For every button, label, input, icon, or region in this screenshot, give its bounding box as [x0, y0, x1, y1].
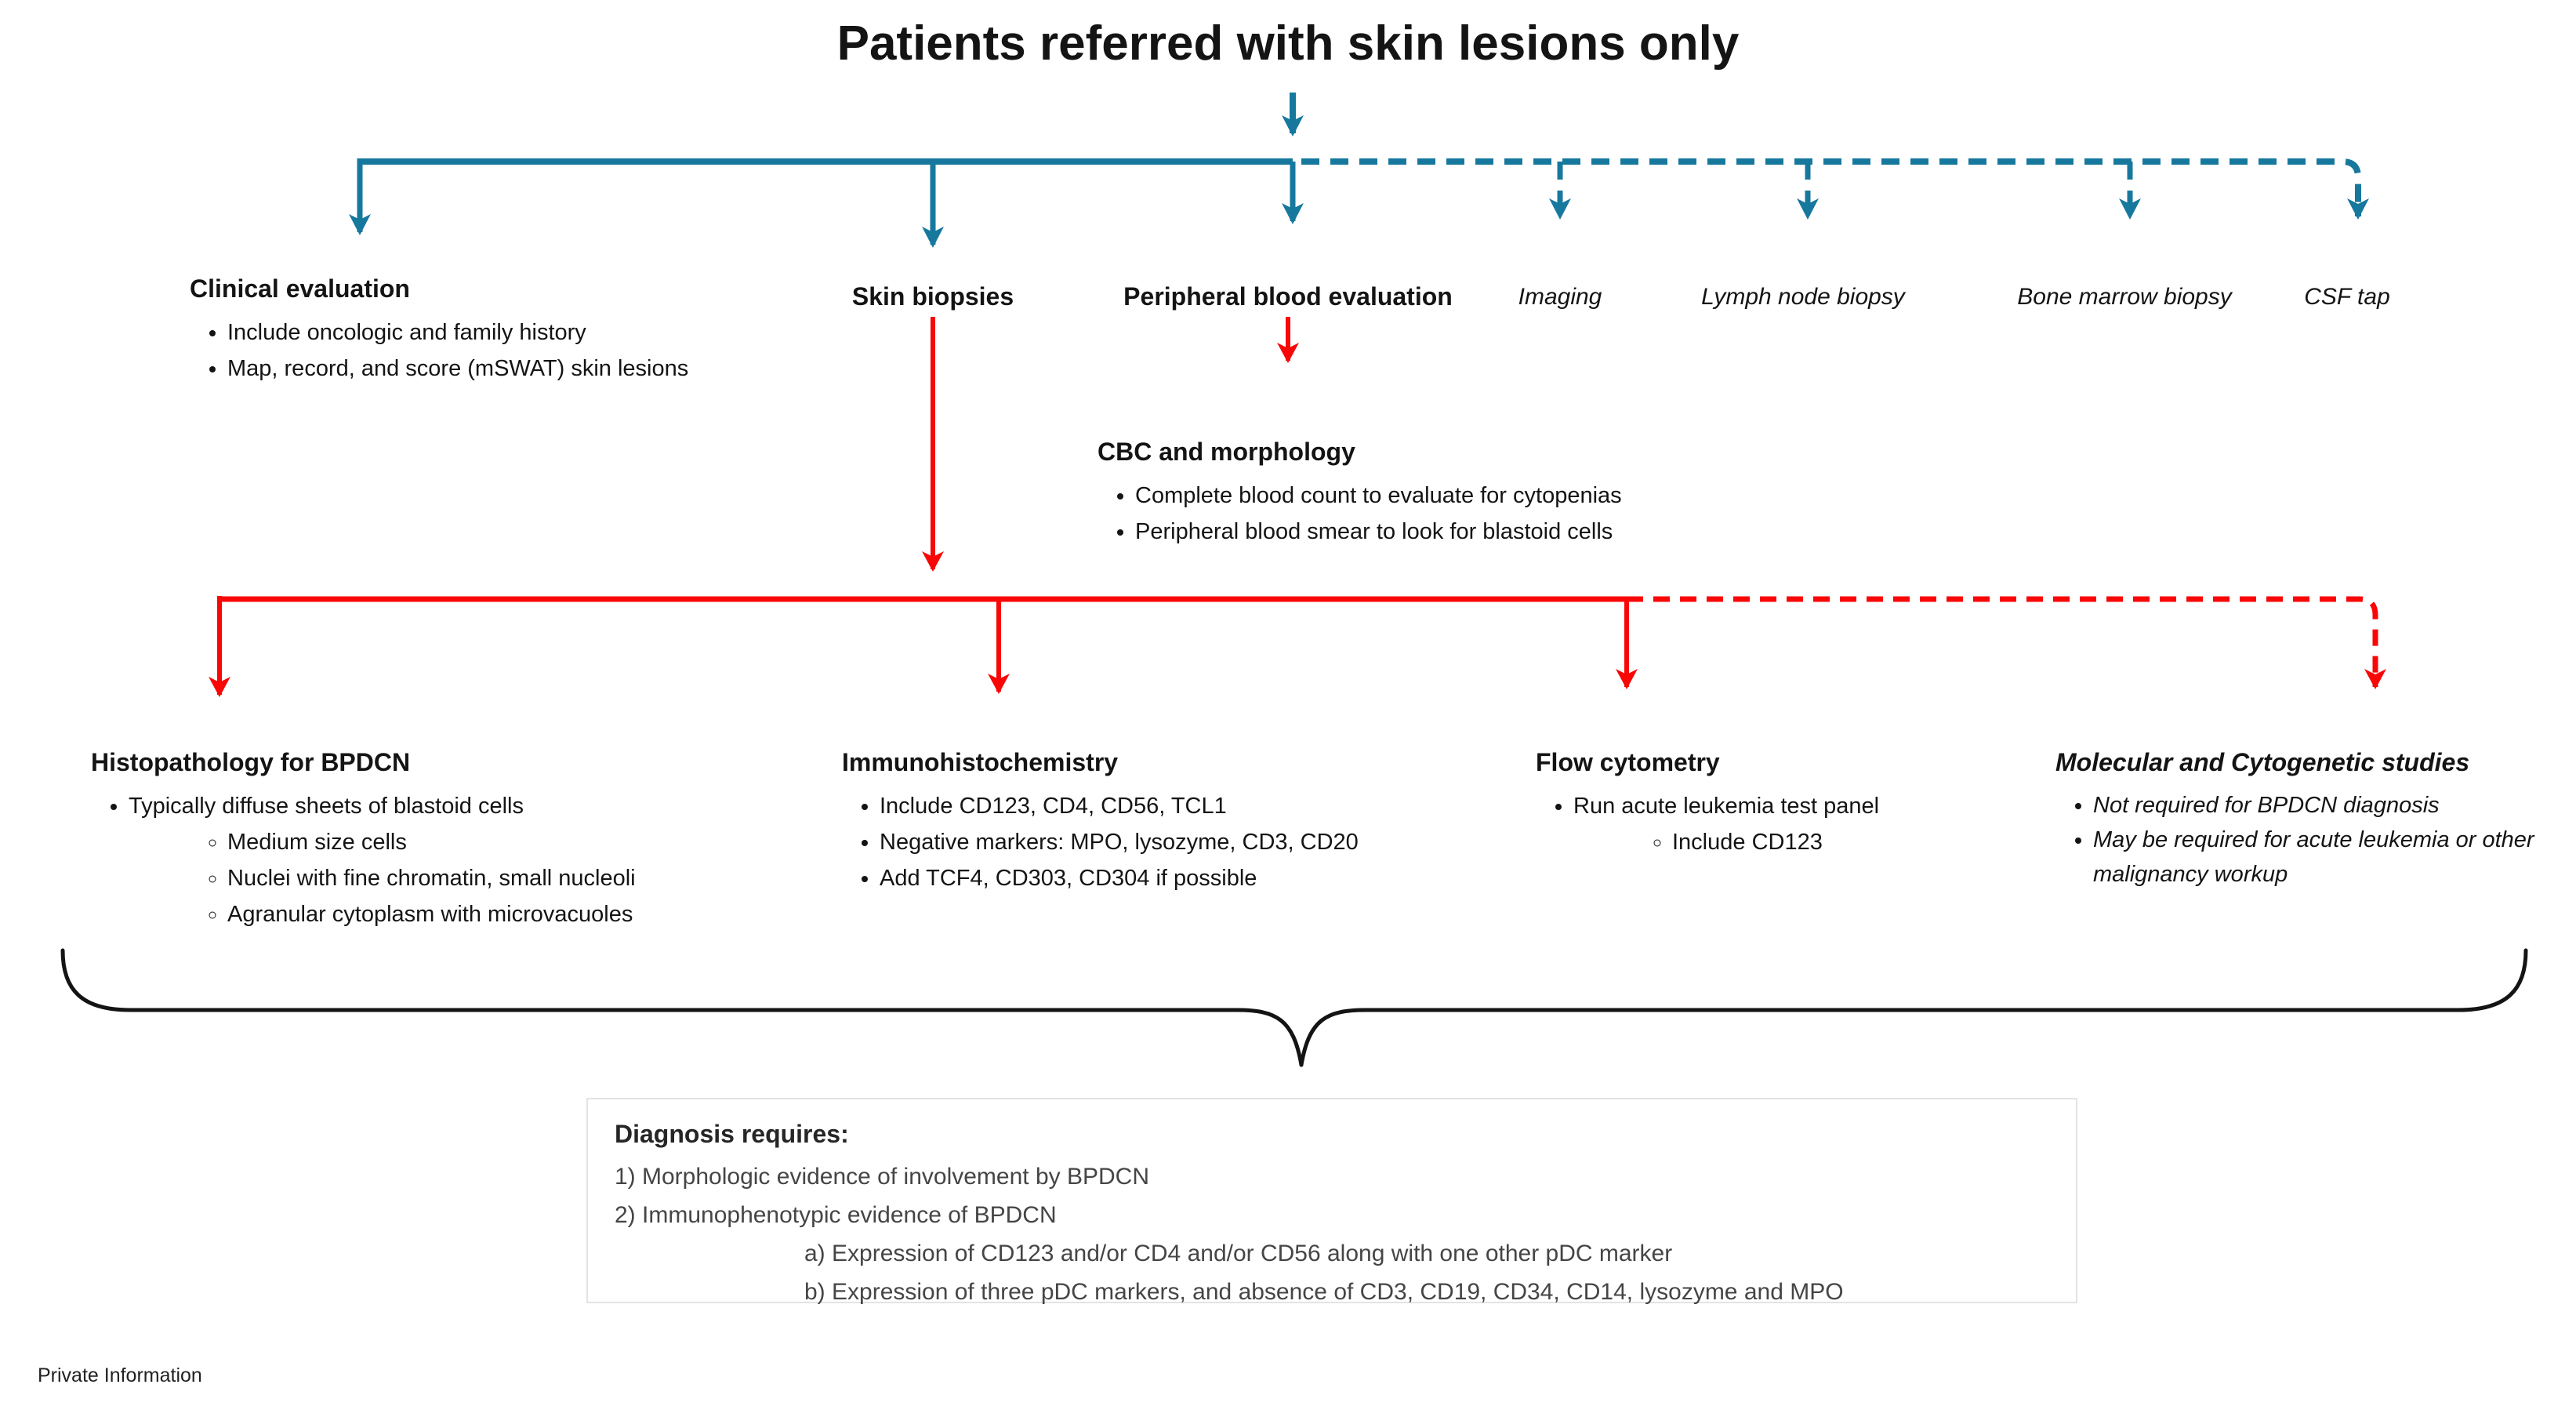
- list-item: Negative markers: MPO, lysozyme, CD3, CD…: [880, 824, 1359, 860]
- list-item: Add TCF4, CD303, CD304 if possible: [880, 860, 1359, 896]
- list-item: Include CD123: [1672, 824, 1879, 860]
- list-item: Map, record, and score (mSWAT) skin lesi…: [227, 351, 688, 387]
- diagnosis-requirements-box: Diagnosis requires: 1) Morphologic evide…: [586, 1098, 2077, 1305]
- flow-cytometry-sublist: Include CD123: [1573, 824, 1879, 860]
- molecular-cytogenetic-block: Molecular and Cytogenetic studies Not re…: [2055, 747, 2573, 892]
- list-item: Typically diffuse sheets of blastoid cel…: [129, 788, 636, 932]
- immunohistochemistry-list: Include CD123, CD4, CD56, TCL1 Negative …: [842, 788, 1359, 896]
- clinical-evaluation-block: Clinical evaluation Include oncologic an…: [190, 273, 688, 387]
- list-item: Not required for BPDCN diagnosis: [2093, 788, 2573, 823]
- curly-brace-right: [1299, 948, 2528, 1067]
- page-title: Patients referred with skin lesions only: [836, 16, 1740, 71]
- clinical-evaluation-list: Include oncologic and family history Map…: [190, 314, 688, 387]
- cbc-morphology-block: CBC and morphology Complete blood count …: [1098, 436, 1622, 550]
- flow-cytometry-heading: Flow cytometry: [1536, 748, 1720, 776]
- diagnosis-subitem-b: b) Expression of three pDC markers, and …: [804, 1279, 1844, 1305]
- imaging-label: Imaging: [1518, 284, 1602, 310]
- flow-cytometry-list: Run acute leukemia test panel Include CD…: [1536, 788, 1879, 860]
- skin-biopsies-label: Skin biopsies: [851, 282, 1014, 311]
- clinical-evaluation-heading: Clinical evaluation: [190, 274, 410, 303]
- list-item-text: Run acute leukemia test panel: [1573, 794, 1880, 819]
- bone-marrow-biopsy-label: Bone marrow biopsy: [2017, 284, 2232, 310]
- list-item: Peripheral blood smear to look for blast…: [1135, 514, 1622, 550]
- curly-brace-left: [60, 948, 1304, 1067]
- lymph-node-biopsy-label: Lymph node biopsy: [1701, 284, 1905, 310]
- list-item: Include oncologic and family history: [227, 314, 688, 351]
- diagnosis-heading: Diagnosis requires:: [615, 1120, 849, 1148]
- peripheral-blood-label: Peripheral blood evaluation: [1123, 282, 1453, 311]
- immunohistochemistry-block: Immunohistochemistry Include CD123, CD4,…: [842, 747, 1359, 896]
- histopathology-list: Typically diffuse sheets of blastoid cel…: [91, 788, 636, 932]
- list-item-text: Typically diffuse sheets of blastoid cel…: [129, 794, 524, 819]
- red-dashed-arrow-molecular: [1627, 596, 2386, 689]
- diagnosis-item-1: 1) Morphologic evidence of involvement b…: [615, 1164, 1149, 1190]
- list-item: Nuclei with fine chromatin, small nucleo…: [227, 860, 636, 896]
- histopathology-heading: Histopathology for BPDCN: [91, 748, 411, 776]
- molecular-cytogenetic-list: Not required for BPDCN diagnosis May be …: [2055, 788, 2573, 892]
- list-item: Medium size cells: [227, 824, 636, 860]
- list-item: Complete blood count to evaluate for cyt…: [1135, 478, 1622, 514]
- flow-cytometry-block: Flow cytometry Run acute leukemia test p…: [1536, 747, 1879, 860]
- cbc-morphology-list: Complete blood count to evaluate for cyt…: [1098, 478, 1622, 550]
- histopathology-block: Histopathology for BPDCN Typically diffu…: [91, 747, 636, 932]
- list-item: Agranular cytoplasm with microvacuoles: [227, 896, 636, 932]
- list-item: Run acute leukemia test panel Include CD…: [1573, 788, 1879, 860]
- histopathology-sublist: Medium size cells Nuclei with fine chrom…: [129, 824, 636, 932]
- diagnosis-item-2: 2) Immunophenotypic evidence of BPDCN: [615, 1202, 1057, 1228]
- list-item: May be required for acute leukemia or ot…: [2093, 823, 2573, 892]
- list-item: Include CD123, CD4, CD56, TCL1: [880, 788, 1359, 824]
- private-information-footer: Private Information: [38, 1364, 202, 1386]
- molecular-cytogenetic-heading: Molecular and Cytogenetic studies: [2055, 748, 2470, 776]
- diagnosis-subitem-a: a) Expression of CD123 and/or CD4 and/or…: [804, 1241, 1673, 1266]
- immunohistochemistry-heading: Immunohistochemistry: [842, 748, 1119, 776]
- csf-tap-label: CSF tap: [2304, 284, 2390, 310]
- teal-dashed-trunk-and-csf-arrow: [1301, 158, 2369, 220]
- cbc-morphology-heading: CBC and morphology: [1098, 438, 1355, 466]
